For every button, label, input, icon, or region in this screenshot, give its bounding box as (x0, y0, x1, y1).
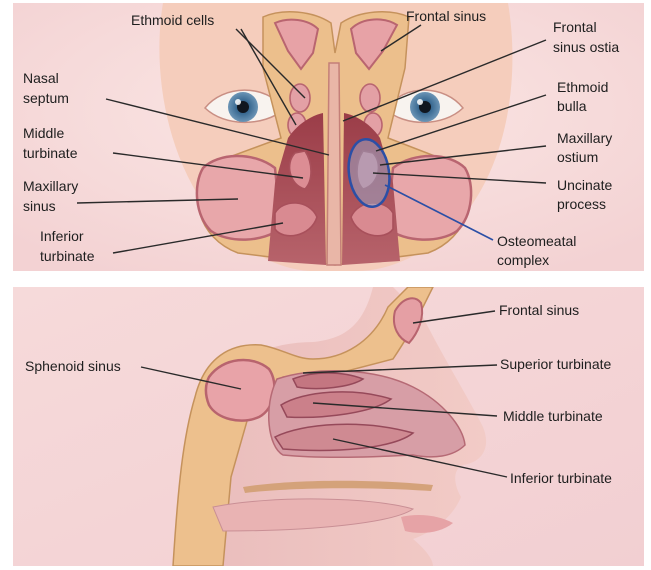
label-maxillary-sinus-line1: Maxillary (23, 178, 78, 194)
label-uncinate-process-line2: process (557, 196, 606, 212)
coronal-view-panel: Ethmoid cells Frontal sinus Frontal sinu… (13, 3, 644, 271)
nasal-septum (327, 63, 341, 265)
label-middle-turbinate-line2: turbinate (23, 145, 78, 161)
label-inferior-turbinate-line1: Inferior (40, 228, 84, 244)
label-middle-turbinate-sagittal: Middle turbinate (503, 408, 603, 424)
label-nasal-septum-line1: Nasal (23, 70, 59, 86)
label-frontal-sinus-ostia-line1: Frontal (553, 19, 597, 35)
label-maxillary-ostium-line1: Maxillary (557, 130, 612, 146)
label-inferior-turbinate-sagittal: Inferior turbinate (510, 470, 612, 486)
label-ethmoid-bulla-line1: Ethmoid (557, 79, 608, 95)
label-superior-turbinate: Superior turbinate (500, 356, 612, 372)
label-osteomeatal-complex-line2: complex (497, 252, 549, 268)
sphenoid-sinus-shape (206, 360, 274, 421)
sagittal-view-panel: Frontal sinus Sphenoid sinus Superior tu… (13, 287, 644, 566)
label-ethmoid-bulla-line2: bulla (557, 98, 587, 114)
label-frontal-sinus-ostia-line2: sinus ostia (553, 39, 619, 55)
coronal-sinus-illustration: Ethmoid cells Frontal sinus Frontal sinu… (13, 3, 644, 271)
maxillary-sinus-right (387, 156, 471, 240)
sagittal-sinus-illustration: Frontal sinus Sphenoid sinus Superior tu… (13, 287, 644, 566)
label-maxillary-sinus-line2: sinus (23, 198, 56, 214)
label-nasal-septum-line2: septum (23, 90, 69, 106)
label-frontal-sinus: Frontal sinus (406, 8, 486, 24)
label-uncinate-process-line1: Uncinate (557, 177, 612, 193)
label-sphenoid-sinus: Sphenoid sinus (25, 358, 121, 374)
label-ethmoid-cells: Ethmoid cells (131, 12, 214, 28)
panel-separator (13, 271, 644, 287)
label-inferior-turbinate-line2: turbinate (40, 248, 95, 264)
label-maxillary-ostium-line2: ostium (557, 149, 598, 165)
label-frontal-sinus-sagittal: Frontal sinus (499, 302, 579, 318)
label-osteomeatal-complex-line1: Osteomeatal (497, 233, 576, 249)
maxillary-sinus-left (197, 156, 281, 240)
label-middle-turbinate-line1: Middle (23, 125, 64, 141)
